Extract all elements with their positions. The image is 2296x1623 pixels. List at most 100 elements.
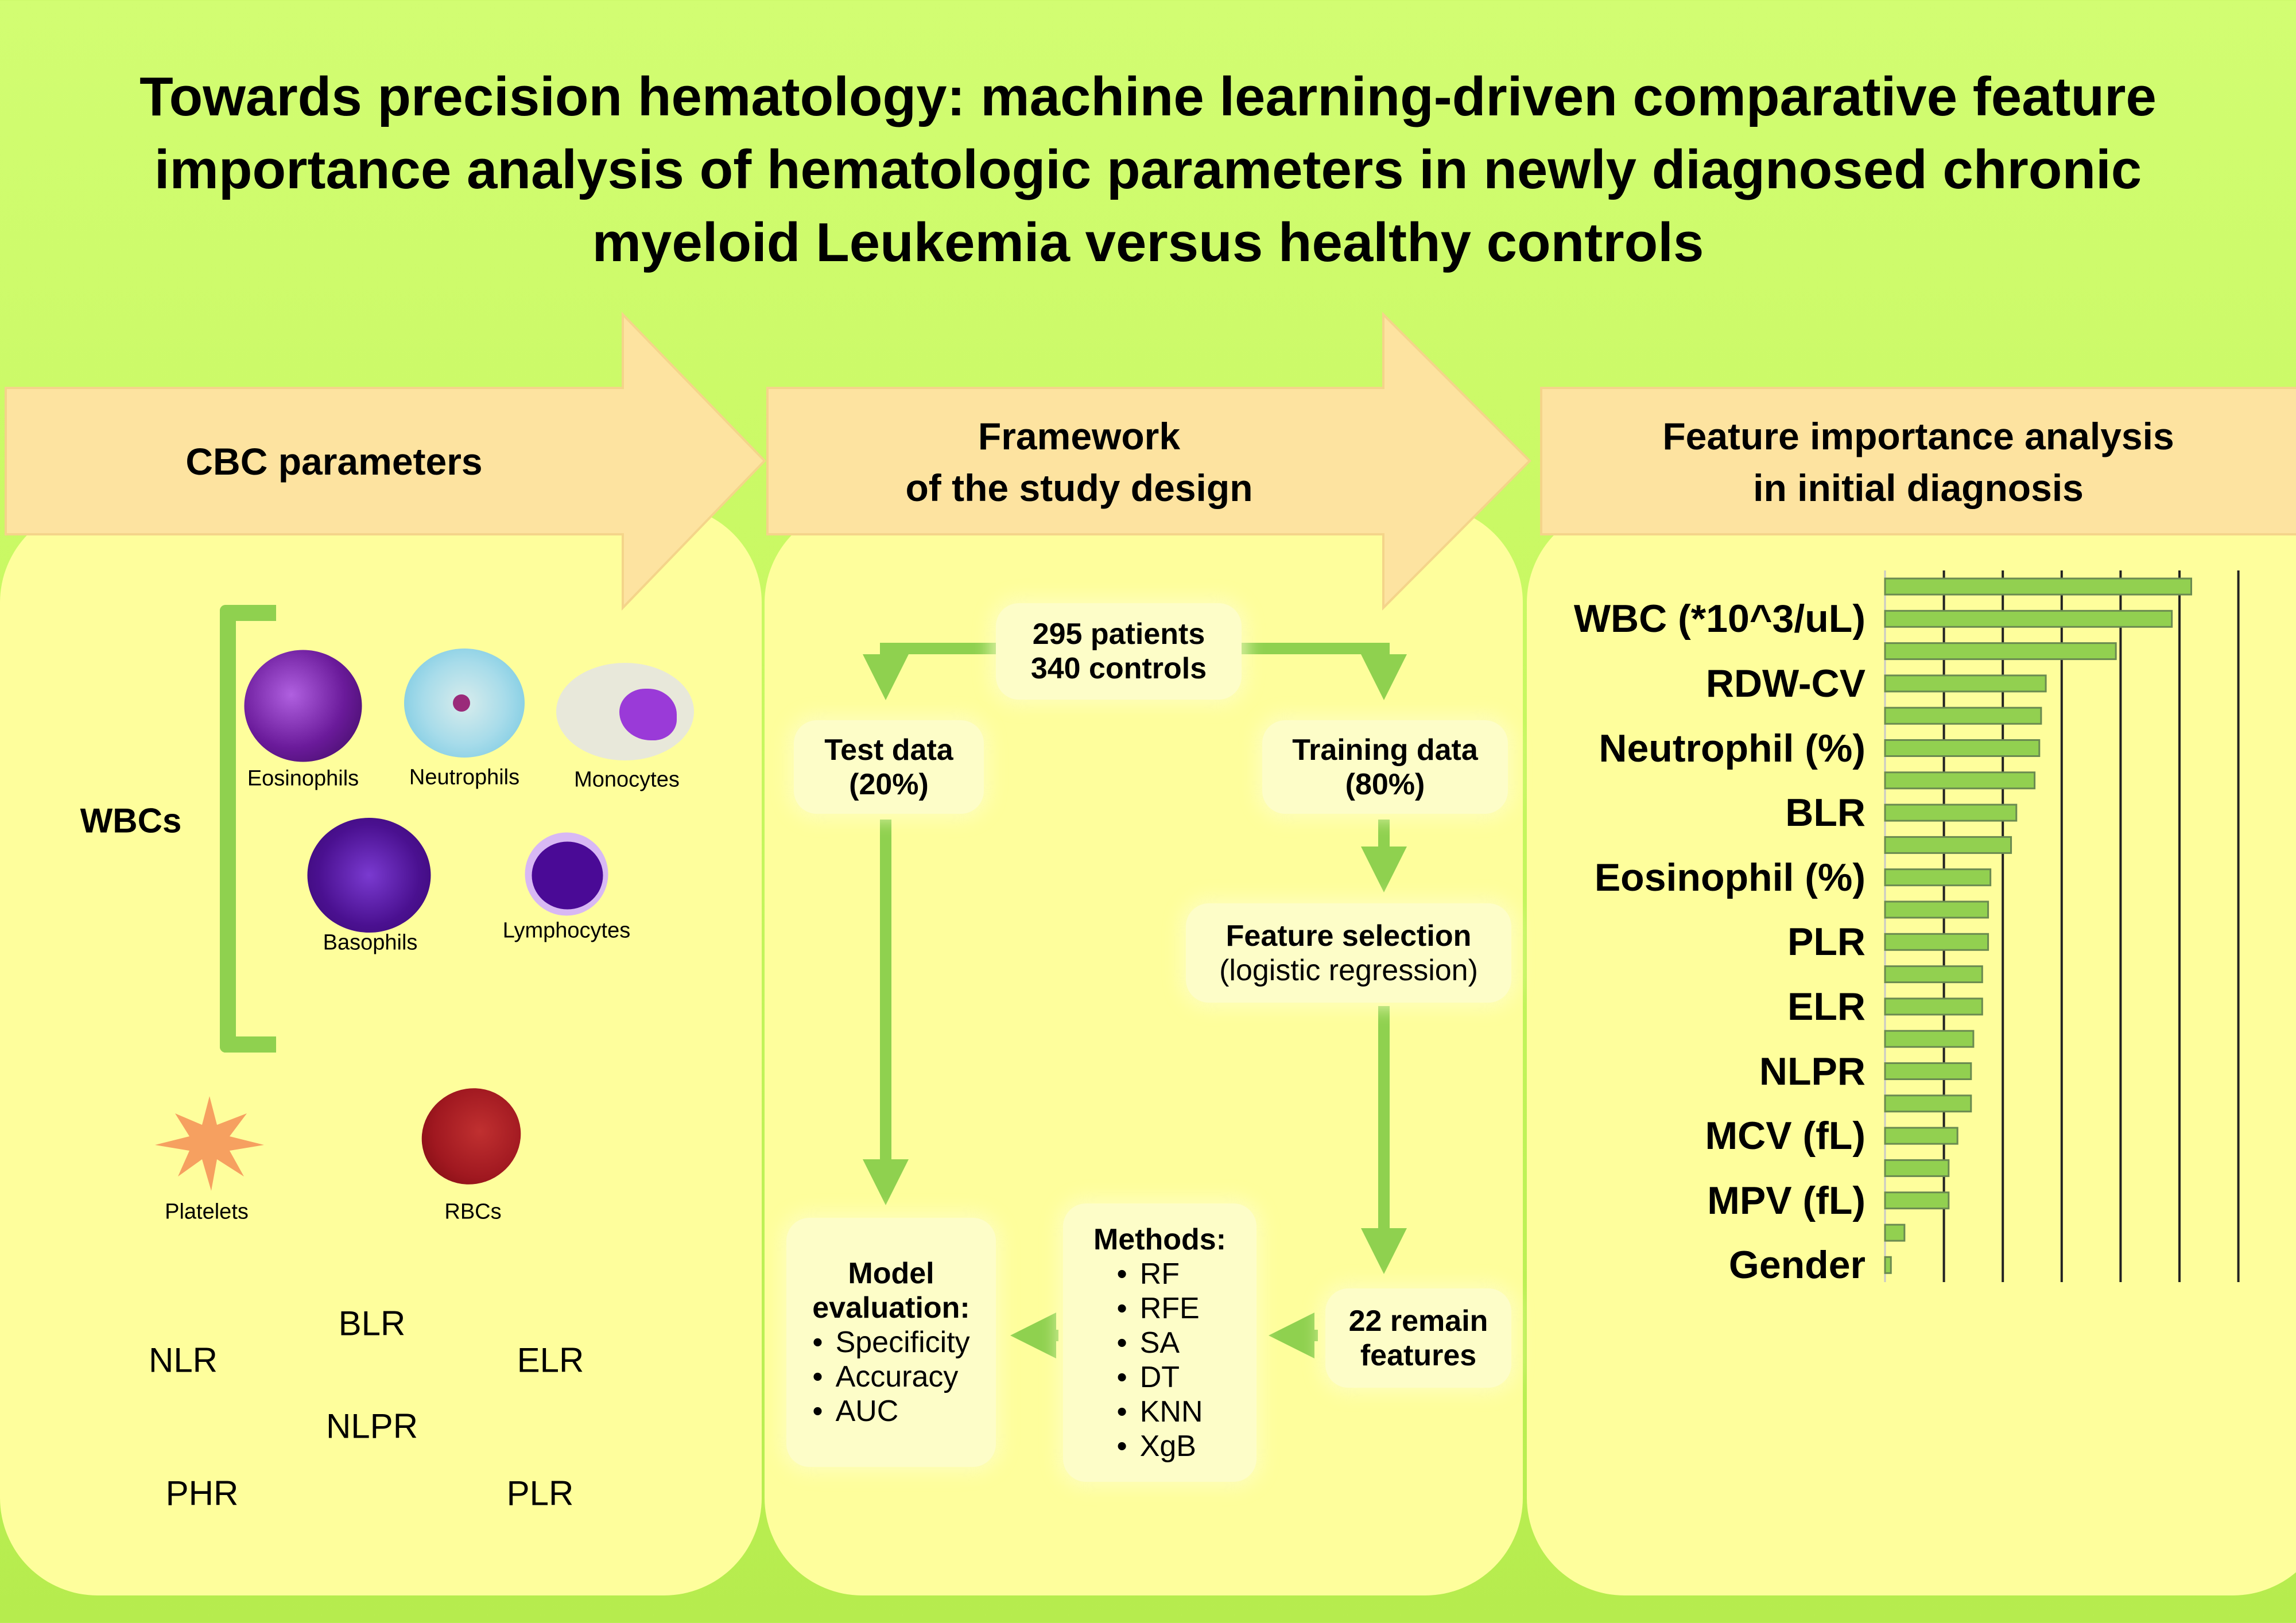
bar-label: Gender — [1728, 1243, 1865, 1287]
bar-label: MPV (fL) — [1707, 1178, 1865, 1222]
basophils-label: Basophils — [323, 930, 418, 955]
method-item: RFE — [1116, 1291, 1203, 1326]
monocyte-image — [556, 663, 694, 760]
header-line: of the study design — [905, 467, 1253, 509]
arrow-to-training — [1242, 643, 1407, 700]
bar-label: PLR — [1787, 920, 1865, 964]
lymphocyte-image — [525, 832, 608, 916]
method-item: XgB — [1116, 1429, 1203, 1463]
controls-count: 340 controls — [1030, 652, 1207, 685]
framework-header-arrow — [766, 312, 1531, 611]
bar-label: RDW-CV — [1705, 661, 1865, 705]
bar-label: Eosinophil (%) — [1594, 855, 1865, 899]
remain-features-box: 22 remain features — [1325, 1288, 1511, 1388]
feature-header-title: Feature importance analysis in initial d… — [1662, 410, 2174, 514]
header-line: Framework — [978, 415, 1181, 457]
bar — [1884, 642, 2117, 661]
feature-selection-box: Feature selection (logistic regression) — [1186, 903, 1511, 1003]
monocytes-label: Monocytes — [574, 767, 680, 792]
page-title: Towards precision hematology: machine le… — [0, 60, 2296, 279]
bar-label: NLPR — [1759, 1049, 1865, 1093]
ratio-phr: PHR — [165, 1474, 239, 1513]
eosinophils-label: Eosinophils — [247, 766, 359, 791]
bar — [1884, 577, 2193, 596]
bar — [1884, 1094, 1972, 1113]
eval-title: Model — [848, 1257, 934, 1290]
header-line: Feature importance analysis — [1662, 415, 2174, 457]
ratio-plr: PLR — [506, 1474, 574, 1513]
bar — [1884, 933, 1989, 951]
remain-label: 22 remain — [1348, 1304, 1488, 1338]
patients-count: 295 patients — [1032, 618, 1205, 651]
method-item: KNN — [1116, 1395, 1203, 1429]
platelet-image — [155, 1096, 264, 1191]
title-line: Towards precision hematology: machine le… — [139, 66, 2157, 127]
bar — [1884, 1159, 1950, 1177]
bar — [1884, 1191, 1950, 1210]
bar — [1884, 1062, 1972, 1080]
basophil-image — [307, 818, 431, 933]
model-evaluation-box: Model evaluation: Specificity Accuracy A… — [786, 1218, 996, 1467]
patients-box: 295 patients 340 controls — [996, 603, 1242, 700]
bar — [1884, 836, 2012, 854]
bar — [1884, 771, 2036, 790]
title-line: myeloid Leukemia versus healthy controls — [592, 212, 1704, 273]
bar-label: BLR — [1785, 791, 1865, 835]
neutrophil-image — [404, 649, 525, 758]
bar — [1884, 1127, 1958, 1145]
ratio-nlpr: NLPR — [325, 1407, 418, 1446]
lymphocytes-label: Lymphocytes — [502, 918, 631, 943]
method-item: RF — [1116, 1257, 1203, 1291]
methods-box: Methods: RF RFE SA DT KNN XgB — [1063, 1203, 1256, 1482]
feature-selection-label: Feature selection — [1225, 919, 1472, 953]
method-item: DT — [1116, 1360, 1203, 1395]
arrow-to-test — [863, 643, 996, 700]
bar — [1884, 1224, 1906, 1242]
feature-header — [1540, 387, 2296, 535]
method-item: SA — [1116, 1326, 1203, 1360]
bar — [1884, 900, 1989, 919]
methods-title: Methods: — [1093, 1222, 1227, 1256]
bar-label: WBC (*10^3/uL) — [1573, 597, 1865, 641]
eval-title: evaluation: — [812, 1291, 970, 1325]
wbcs-label: WBCs — [80, 801, 182, 840]
ratio-nlr: NLR — [148, 1341, 218, 1380]
feature-selection-method: (logistic regression) — [1219, 953, 1478, 987]
eval-item: Accuracy — [812, 1360, 969, 1394]
training-data-label: Training data — [1292, 733, 1478, 767]
bar — [1884, 739, 2041, 757]
platelets-label: Platelets — [165, 1199, 249, 1224]
test-data-box: Test data (20%) — [794, 720, 984, 814]
test-data-label: Test data — [824, 733, 953, 767]
eval-item: AUC — [812, 1394, 969, 1428]
training-data-pct: (80%) — [1345, 767, 1425, 801]
framework-header-title: Framework of the study design — [905, 410, 1252, 514]
bar — [1884, 803, 2018, 822]
eosinophil-image — [244, 650, 362, 762]
bar — [1884, 609, 2173, 628]
bar — [1884, 706, 2042, 725]
lymphocyte-nucleus — [532, 841, 603, 910]
header-line: in initial diagnosis — [1753, 467, 2084, 509]
cbc-header-title: CBC parameters — [185, 440, 483, 483]
test-data-pct: (20%) — [849, 767, 929, 801]
bar — [1884, 965, 1983, 984]
bar — [1884, 1256, 1892, 1274]
bar-label: Neutrophil (%) — [1599, 726, 1865, 770]
monocyte-nucleus — [619, 689, 677, 740]
eval-item: Specificity — [812, 1325, 970, 1360]
bar — [1884, 997, 1983, 1016]
bar-label: ELR — [1787, 984, 1865, 1028]
bar — [1884, 674, 2047, 693]
bar — [1884, 868, 1992, 887]
eval-list: Specificity Accuracy AUC — [812, 1325, 970, 1428]
title-line: importance analysis of hematologic param… — [154, 139, 2142, 200]
bar — [1884, 1030, 1975, 1048]
bar-label: MCV (fL) — [1705, 1114, 1865, 1158]
rbcs-label: RBCs — [444, 1199, 502, 1224]
methods-list: RF RFE SA DT KNN XgB — [1116, 1257, 1203, 1463]
cbc-header-arrow — [5, 312, 766, 611]
